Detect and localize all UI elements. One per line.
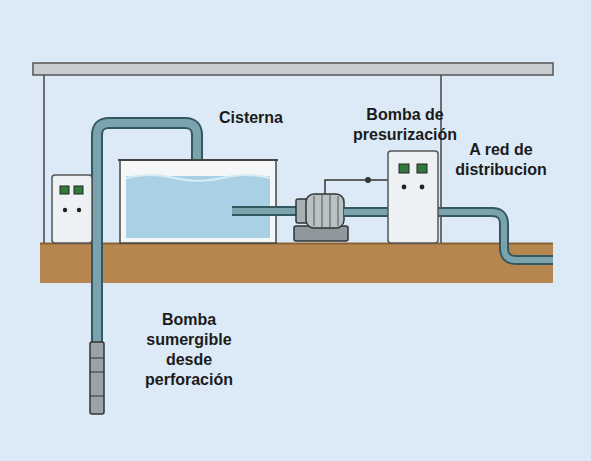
distribution-label: A red de distribucion (446, 140, 556, 180)
roof-post (440, 75, 442, 243)
pump-label: Bomba de presurización (343, 105, 467, 145)
junction-dot (365, 177, 371, 183)
roof (33, 63, 553, 75)
ground-line (40, 243, 553, 245)
ground (40, 243, 553, 283)
cistern-label: Cisterna (206, 108, 296, 128)
suction-pipe (232, 211, 300, 212)
well-pump-label: Bomba sumergible desde perforación (135, 310, 243, 390)
distribution-pipe (344, 212, 553, 260)
roof-post (43, 75, 45, 243)
control-box (52, 175, 92, 243)
pressure-pump (294, 194, 348, 241)
control-box (388, 151, 438, 243)
submersible-pump (90, 342, 104, 414)
cistern (118, 160, 278, 243)
